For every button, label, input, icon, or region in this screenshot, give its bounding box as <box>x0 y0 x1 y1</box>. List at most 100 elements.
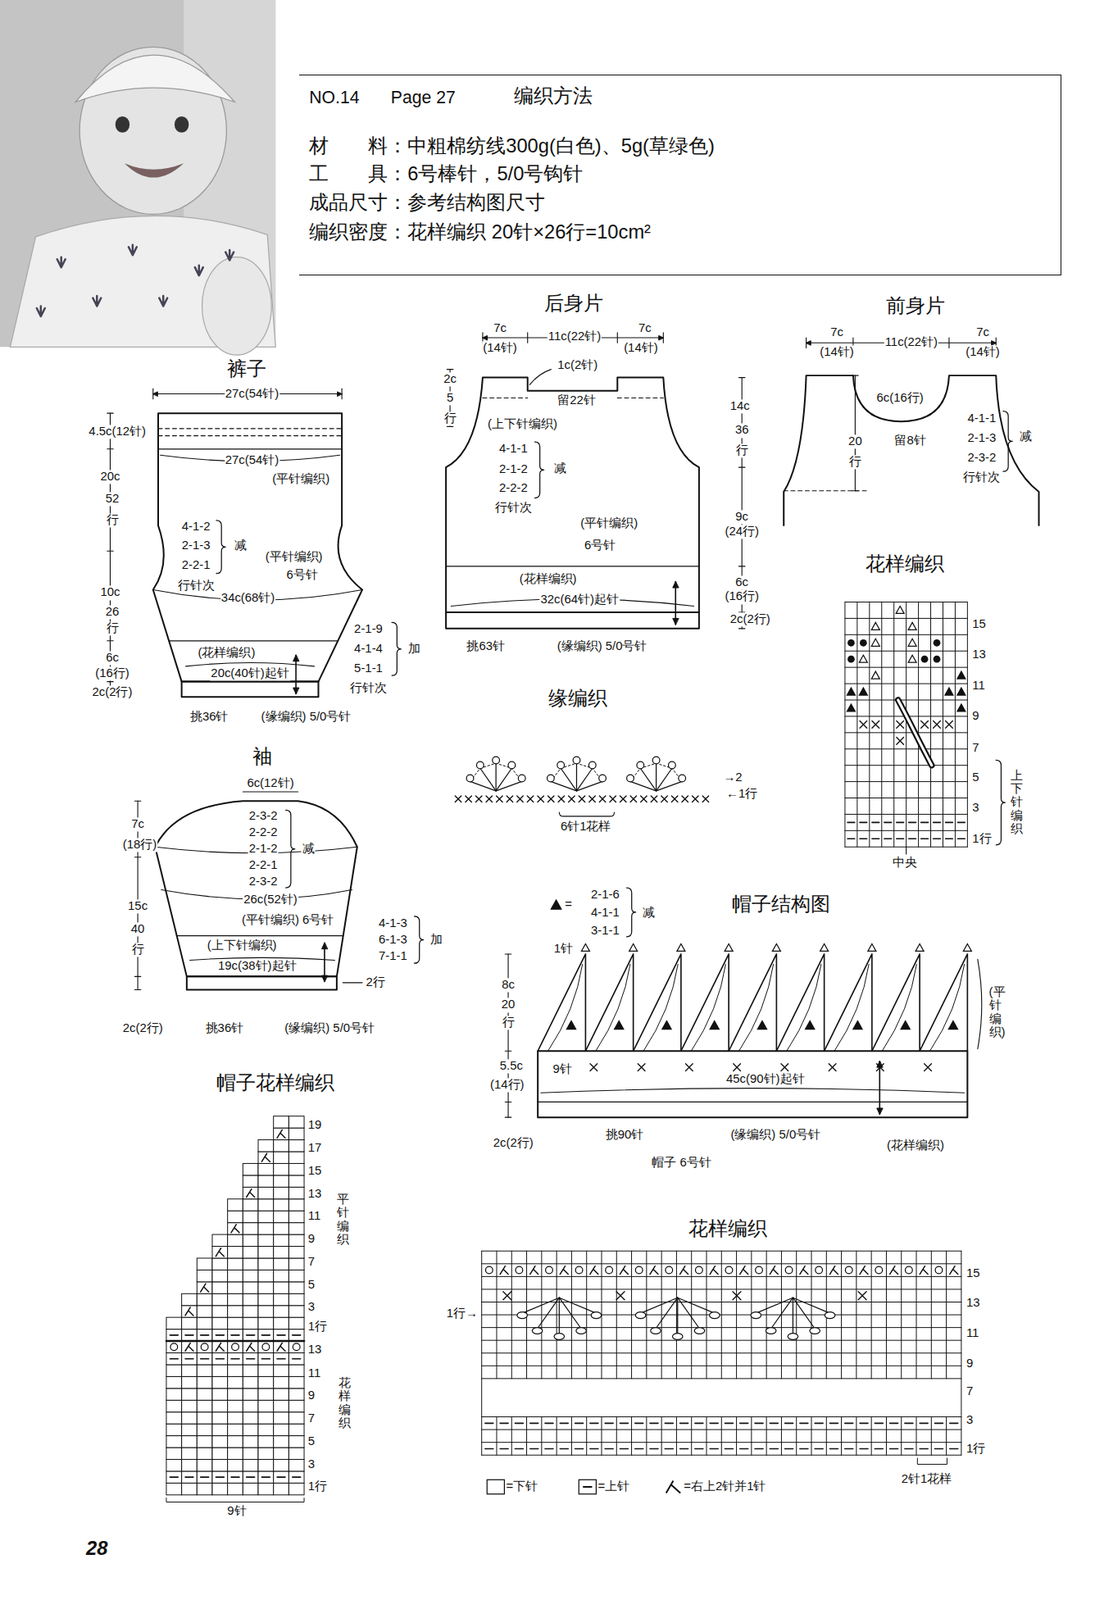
grid-line <box>942 601 944 847</box>
grid-line <box>931 1250 932 1379</box>
grid-cell <box>258 1352 274 1364</box>
note-label: 2-1-3 <box>181 539 212 554</box>
crown-segment <box>595 963 631 1051</box>
grid-cell <box>166 1364 182 1377</box>
purl-symbol <box>664 1422 673 1425</box>
note-label: 4-1-2 <box>181 519 212 534</box>
row-number: 1行 <box>965 1442 986 1457</box>
grid-cell <box>181 1435 198 1448</box>
note-label: 6针1花样 <box>559 819 613 834</box>
edging-band <box>181 681 319 698</box>
purl-symbol <box>649 1422 659 1425</box>
note-label: 2针1花样 <box>900 1472 954 1487</box>
grid-line <box>556 1417 558 1456</box>
purl-symbol <box>246 1334 255 1336</box>
decrease-symbol <box>680 1266 689 1275</box>
grid-cell <box>288 1258 305 1270</box>
grid-line <box>845 667 968 668</box>
note-label: 9针 <box>551 1062 573 1077</box>
outline <box>445 377 700 613</box>
grid-line <box>586 1417 587 1456</box>
note-label: 45c(90针)起针 <box>725 1072 806 1087</box>
filled-triangle-symbol <box>957 687 966 696</box>
grid-line <box>645 1250 647 1379</box>
grid-line <box>845 830 968 832</box>
picot-symbol <box>672 1333 683 1341</box>
grid-cell <box>242 1258 259 1270</box>
outline <box>158 427 342 429</box>
bracket <box>286 809 296 888</box>
hollow-triangle-symbol <box>820 944 829 952</box>
grid-line <box>856 601 858 847</box>
filled-triangle-symbol <box>948 1021 958 1030</box>
dimension-tick <box>107 681 114 682</box>
legend-sample <box>663 1477 684 1496</box>
picot-symbol <box>765 1327 776 1335</box>
crochet-stitch <box>640 1297 678 1314</box>
grid-cell <box>288 1175 305 1187</box>
grid-cell <box>166 1317 182 1329</box>
grid-line <box>811 1417 813 1456</box>
grid-cell <box>258 1269 274 1282</box>
purl-symbol <box>635 1422 644 1425</box>
grid-cell <box>258 1305 274 1318</box>
grid-line <box>795 1250 797 1379</box>
baby-eye <box>115 116 130 133</box>
outline <box>482 397 528 399</box>
grid-line <box>495 1250 497 1379</box>
edging-band <box>186 976 337 990</box>
cross-symbol <box>702 795 709 802</box>
grid-cell <box>196 1435 213 1448</box>
sprig-motif <box>128 245 137 255</box>
grid-cell <box>166 1399 182 1412</box>
filled-triangle-symbol <box>614 1021 624 1030</box>
grid-line <box>917 601 919 847</box>
decrease-symbol <box>499 1266 509 1275</box>
yarn-over-symbol <box>557 761 565 769</box>
grid-cell <box>242 1412 259 1424</box>
row-number: 11 <box>307 1209 322 1224</box>
grid-cell <box>212 1412 228 1424</box>
purl-symbol <box>215 1476 224 1478</box>
grid-cell <box>181 1458 198 1471</box>
grid-cell <box>258 1423 274 1436</box>
hollow-triangle-symbol <box>867 944 877 952</box>
note-label: 2-1-3 <box>966 431 997 446</box>
grid-cell <box>273 1340 290 1353</box>
grid-line <box>885 1417 887 1456</box>
note-label: 2行 <box>365 975 387 990</box>
grid-line <box>631 1417 632 1456</box>
page-number: 28 <box>85 1537 109 1560</box>
hollow-triangle-symbol <box>772 944 781 952</box>
grid-line <box>826 1417 827 1456</box>
dimension-tick <box>107 640 114 641</box>
grid-cell <box>227 1305 244 1318</box>
decrease-symbol <box>215 1248 224 1257</box>
bracket <box>391 622 401 676</box>
bobble-symbol <box>847 639 855 647</box>
purl-symbol <box>945 837 954 840</box>
purl-symbol <box>709 1422 718 1425</box>
purl-symbol <box>934 1422 943 1425</box>
grid-cell <box>242 1423 259 1436</box>
decrease-symbol <box>185 1342 194 1351</box>
grid-cell <box>227 1210 244 1223</box>
grid-cell <box>181 1293 198 1305</box>
purl-symbol <box>499 1422 509 1425</box>
note-label: 2-2-1 <box>181 558 212 573</box>
note-label: (缘编织) 5/0号针 <box>260 710 353 725</box>
row-number: 1行 <box>971 831 992 846</box>
cross-symbol <box>661 795 668 802</box>
bracket <box>1003 411 1013 472</box>
bracket <box>166 1498 305 1503</box>
crochet-stitch <box>495 763 496 791</box>
yarn-over-symbol <box>845 1266 853 1274</box>
note-label: 15c <box>127 899 149 914</box>
grid-cell <box>227 1234 244 1246</box>
grid-cell <box>273 1210 290 1223</box>
purl-symbol <box>292 1358 301 1360</box>
sprig-motif <box>92 295 101 306</box>
row-number: 3 <box>307 1457 316 1472</box>
purl-symbol <box>200 1334 210 1336</box>
note-label: 2-2-2 <box>248 825 279 840</box>
